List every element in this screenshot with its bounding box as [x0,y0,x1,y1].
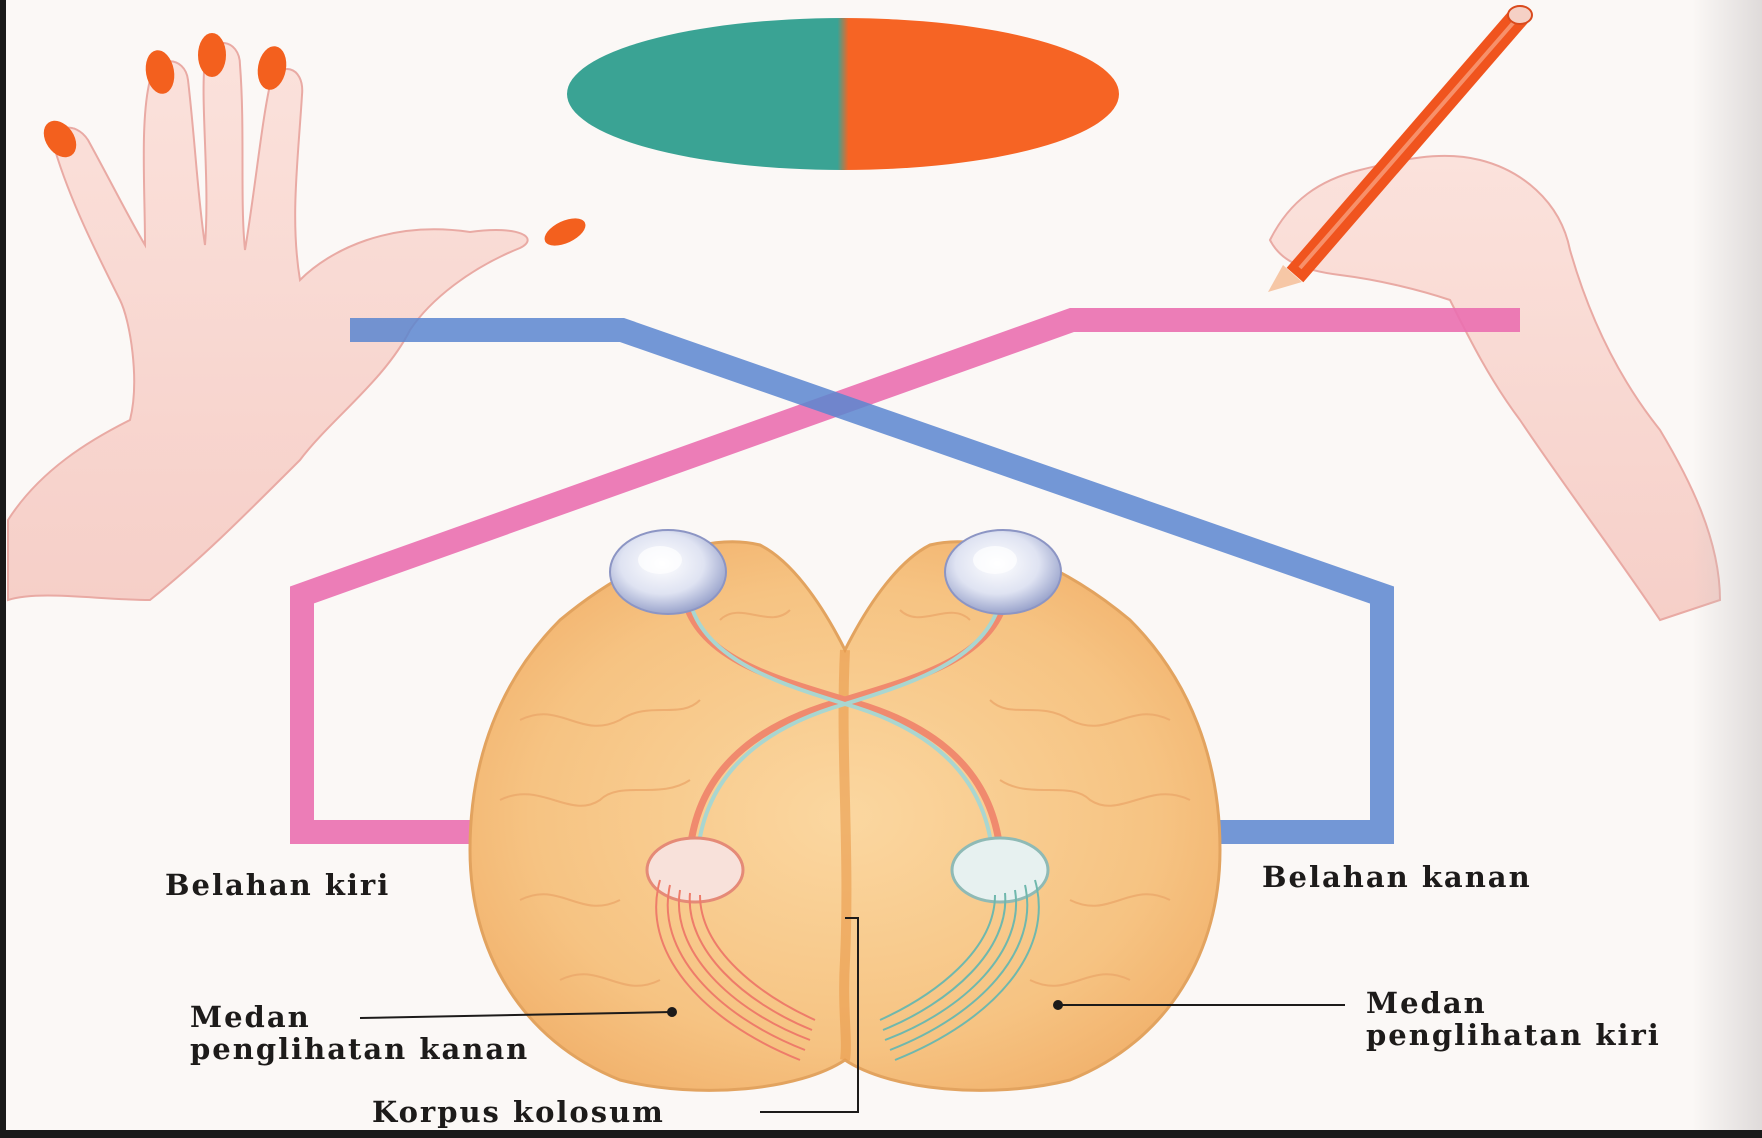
left-visual-field-label: Medan penglihatan kiri [1366,988,1661,1052]
visual-field-oval [567,18,1119,170]
left-border [0,0,6,1138]
eye-icon [945,530,1061,614]
right-visual-field-label: Medan penglihatan kanan [190,1002,529,1066]
bottom-border [0,1130,1762,1138]
right-visual-field-line2: penglihatan kanan [190,1034,529,1066]
left-visual-field-line1: Medan [1366,988,1661,1020]
right-hemisphere-label: Belahan kanan [1262,862,1532,894]
eye-icon [610,530,726,614]
left-hemisphere-label: Belahan kiri [165,870,390,902]
left-visual-field-line2: penglihatan kiri [1366,1020,1661,1052]
brain [470,542,1220,1091]
right-visual-field-line1: Medan [190,1002,529,1034]
corpus-callosum-label: Korpus kolosum [372,1097,665,1129]
page-gutter-shadow [1692,0,1762,1138]
